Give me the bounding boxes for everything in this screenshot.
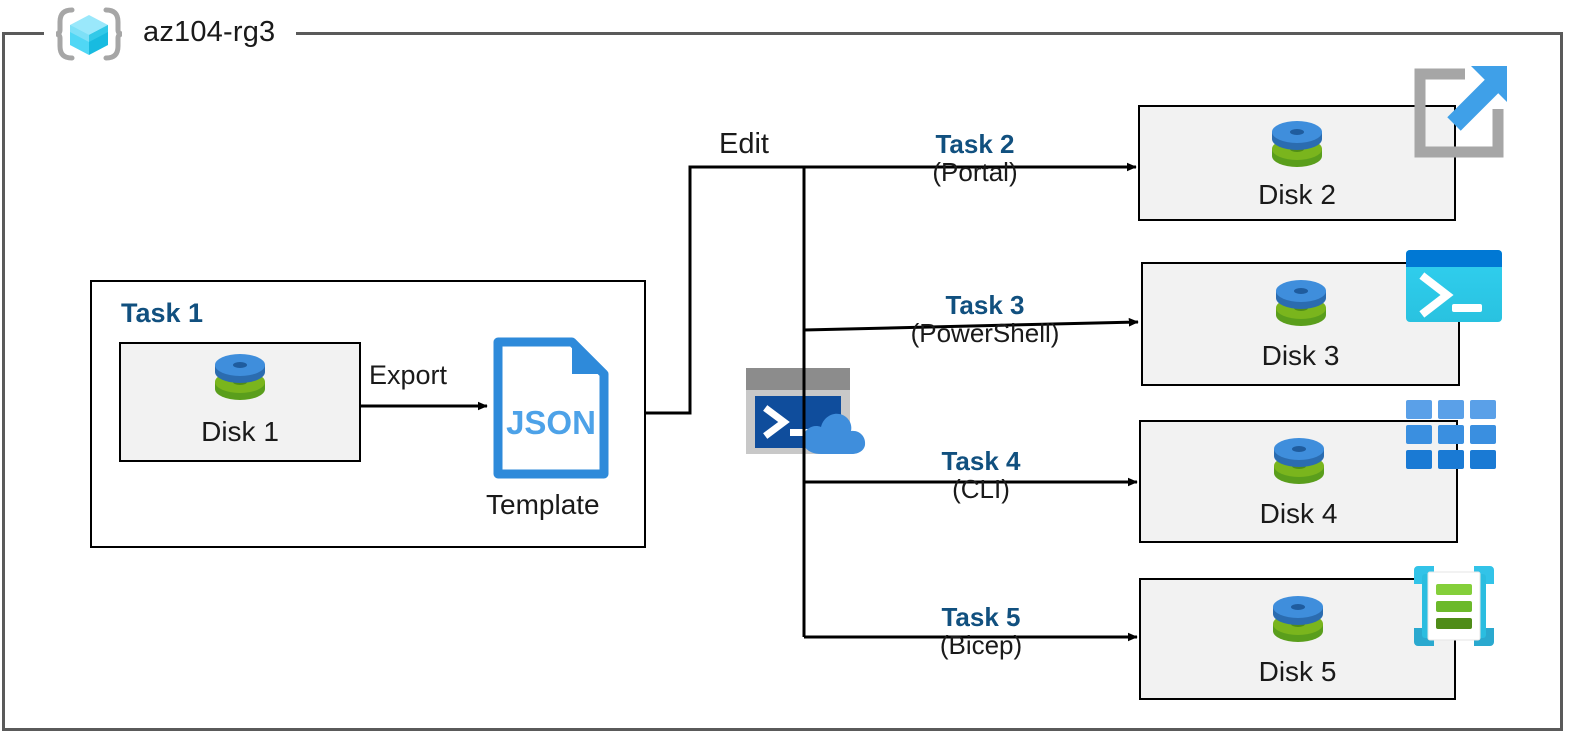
managed-disk-icon [1270,278,1332,334]
disk2-label: Disk 2 [1258,179,1336,210]
task4-subtitle: (CLI) [952,474,1010,505]
cloud-shell-icon [744,366,866,458]
template-caption: Template [486,489,600,520]
task3-subtitle: (PowerShell) [910,318,1060,349]
disk5-box: Disk 5 [1139,578,1456,700]
task5-title: Task 5 [941,602,1021,632]
task3-title: Task 3 [945,290,1025,320]
disk2-box: Disk 2 [1138,105,1456,221]
task1-label: Task 1 [121,298,204,328]
disk1-label: Disk 1 [201,416,279,447]
json-file-type-label: JSON [506,404,596,441]
task4-arrow-caption: Task 4 (CLI) [876,446,1086,505]
task2-title: Task 2 [935,129,1015,159]
managed-disk-icon [209,352,271,408]
task4-title: Task 4 [941,446,1021,476]
managed-disk-icon [1267,594,1329,650]
disk3-label: Disk 3 [1261,340,1340,371]
azure-portal-icon [1407,62,1513,166]
edit-label: Edit [719,128,769,160]
task5-arrow-caption: Task 5 (Bicep) [876,602,1086,661]
task2-subtitle: (Portal) [932,157,1018,188]
powershell-icon [1406,250,1502,322]
disk4-label: Disk 4 [1259,498,1338,529]
resource-group-name: az104-rg3 [143,16,276,48]
json-file-icon: JSON [490,334,612,482]
managed-disk-icon [1266,119,1328,175]
managed-disk-icon [1268,436,1330,492]
resource-group-frame [2,32,1563,731]
disk1-box: Disk 1 [119,342,361,462]
bicep-icon [1408,560,1500,652]
disk4-box: Disk 4 [1139,420,1458,543]
resource-group-cube-icon [50,4,128,64]
task5-subtitle: (Bicep) [939,630,1023,661]
task2-arrow-caption: Task 2 (Portal) [870,129,1080,188]
export-arrow-label: Export [369,360,448,390]
azure-cli-icon [1406,400,1496,470]
disk5-label: Disk 5 [1258,656,1337,687]
task3-arrow-caption: Task 3 (PowerShell) [880,290,1090,349]
